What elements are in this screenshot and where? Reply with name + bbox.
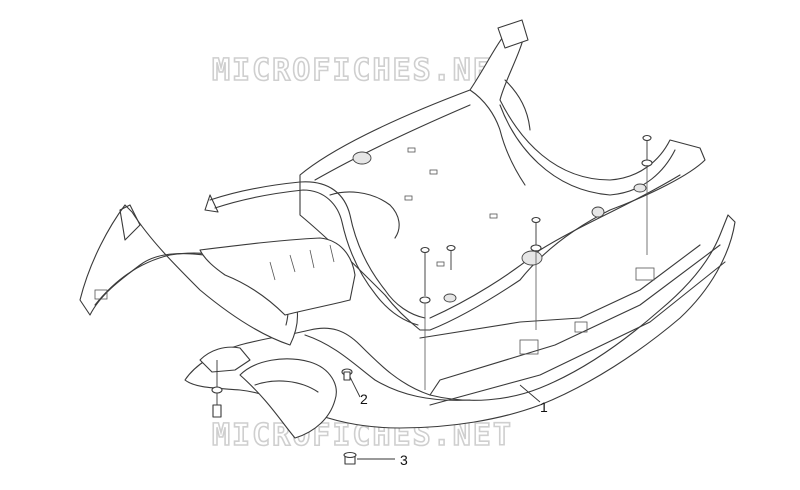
watermark-top: MICROFICHES.NET xyxy=(212,53,513,88)
screw-icon xyxy=(446,244,456,270)
screw-icon xyxy=(211,360,223,418)
bolt-icon xyxy=(343,451,357,465)
front-shroud xyxy=(79,204,356,346)
mudguard xyxy=(199,346,337,439)
callout-leader-2 xyxy=(349,376,361,398)
screw-set xyxy=(211,134,653,465)
frame-loop xyxy=(204,181,426,326)
screw-icon xyxy=(341,368,353,381)
callout-number-1: 1 xyxy=(540,399,548,415)
footboard-panel xyxy=(299,19,706,331)
screw-icon xyxy=(641,134,653,167)
callout-number-2: 2 xyxy=(360,391,368,407)
callout-leader-1 xyxy=(519,384,541,403)
screw-icon xyxy=(530,216,542,252)
callout-number-3: 3 xyxy=(400,452,408,468)
